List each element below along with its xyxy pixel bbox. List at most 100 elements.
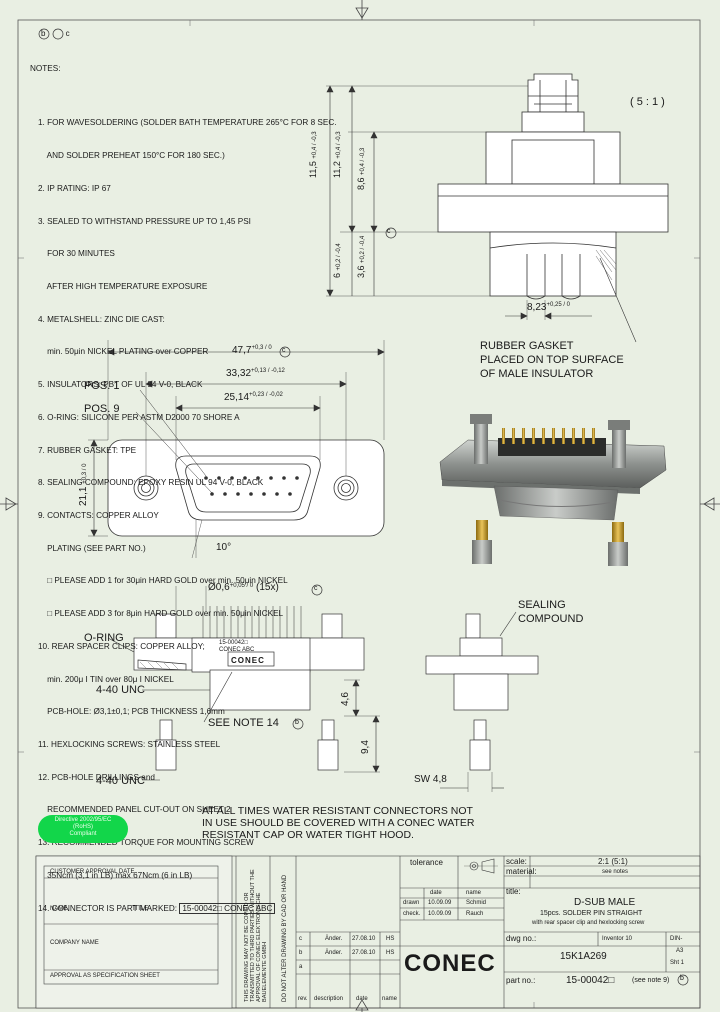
- dim-overall-height: 11,5 +0,4 / -0,3: [308, 131, 318, 178]
- note-line: FOR 30 MINUTES: [38, 249, 115, 259]
- name-field: NAME: [50, 906, 68, 912]
- dim-angle: 10°: [216, 542, 232, 553]
- rev-header: date: [356, 996, 368, 1002]
- check-name: Rauch: [466, 911, 484, 917]
- note-line: 4. METALSHELL: ZINC DIE CAST:: [38, 314, 165, 324]
- note-line: 6. O-RING: SILICONE PER ASTM D2000 70 SH…: [38, 412, 240, 422]
- notes-block: NOTES: 1. FOR WAVESOLDERING (SOLDER BATH…: [30, 42, 337, 947]
- company-field: COMPANY NAME: [50, 940, 99, 946]
- note-line: min. 50μin NICKEL PLATING over COPPER: [38, 347, 209, 357]
- note-line: PLATING (SEE PART NO.): [38, 543, 146, 553]
- dim-height-4: 6 +0,2 / -0,4: [332, 243, 342, 278]
- file-number: 15K1A269: [560, 951, 607, 962]
- dim-overall-width: 47,7+0,3 / 0: [232, 345, 272, 356]
- note-line: 11. HEXLOCKING SCREWS: STAINLESS STEEL: [38, 740, 221, 749]
- rev-mark-b: b: [680, 975, 684, 982]
- part-marking-small: 15-00042□CONEC ABC: [219, 640, 255, 653]
- rev-mark-b: b: [295, 719, 299, 726]
- part-note: (see note 9): [632, 977, 670, 984]
- note-line: 8. SEALING COMPOUND: EPOXY RESIN UL 94 V…: [38, 478, 264, 488]
- rev-mark-c: c: [387, 228, 391, 235]
- name-header: name: [466, 890, 482, 896]
- scale-value: 2:1 (5:1): [598, 857, 628, 866]
- din-label: DIN-: [670, 936, 683, 942]
- title-field: TITLE: [132, 906, 149, 912]
- water-warning: AT ALL TIMES WATER RESISTANT CONNECTORS …: [202, 805, 475, 841]
- dim-screw-spacing: 33,32+0,13 / -0,12: [226, 368, 285, 379]
- rev-header: description: [314, 996, 344, 1002]
- note-line: AND SOLDER PREHEAT 150°C FOR 180 SEC.): [38, 151, 225, 161]
- rev-row: b: [299, 950, 303, 956]
- note-line: 7. RUBBER GASKET: TPE: [38, 445, 137, 455]
- rev-mark-c: c: [314, 585, 318, 592]
- connector-render: [439, 414, 667, 566]
- notes-title: NOTES:: [30, 63, 61, 73]
- check-label: check.: [403, 911, 421, 917]
- dim-4-6: 4,6: [340, 692, 351, 706]
- drawn-label: drawn: [403, 900, 420, 906]
- rev-row: Änder.: [325, 936, 343, 942]
- revision-symbols: b c: [41, 29, 79, 38]
- note-line: 3. SEALED TO WITHSTAND PRESSURE UP TO 1,…: [38, 216, 251, 226]
- rev-row: HS: [386, 936, 395, 942]
- conec-logo: CONEC: [404, 950, 496, 977]
- dim-9-4: 9,4: [360, 740, 371, 754]
- dim-pin-diameter: Ø0,6+0,05 / 0 (15x): [208, 582, 279, 593]
- note-line: PCB-HOLE: Ø3,1±0,1; PCB THICKNESS 1,6mm: [38, 707, 225, 717]
- note-line: 12. PCB-HOLE DRILLINGS and: [38, 772, 155, 782]
- dim-wrench-size: SW 4,8: [414, 774, 447, 785]
- conec-marking: CONEC: [231, 656, 265, 665]
- dim-shell-width: 25,14+0,23 / -0,02: [224, 392, 283, 403]
- dim-height-3: 8,6 +0,4 / -0,3: [356, 147, 366, 190]
- rev-row: HS: [386, 950, 395, 956]
- sheet-number: Sht 1: [670, 960, 685, 966]
- rev-header: name: [382, 996, 398, 1002]
- note-line: □ PLEASE ADD 3 for 8μin HARD GOLD over m…: [38, 609, 284, 619]
- see-note-label: SEE NOTE 14: [208, 717, 279, 729]
- view-scale: ( 5 : 1 ): [630, 96, 665, 108]
- rev-header: rev.: [298, 996, 308, 1002]
- dim-height-5: 3,6 +0,2 / -0,4: [356, 235, 366, 278]
- rohs-badge: Directive 2002/95/EC(RoHS)Compliant: [38, 815, 128, 843]
- tolerance-label: tolerance: [410, 858, 443, 867]
- note-line: 9. CONTACTS: COPPER ALLOY: [38, 510, 159, 520]
- note-line: 1. FOR WAVESOLDERING (SOLDER BATH TEMPER…: [38, 118, 337, 128]
- dim-height-2: 11,2 +0,4 / -0,3: [332, 131, 342, 178]
- inventor-label: Inventor 10: [602, 936, 633, 942]
- rev-row: a: [299, 964, 303, 970]
- note-line: RECOMMENDED PANEL CUT-OUT ON SHEET 2: [38, 805, 231, 815]
- drawn-name: Schmid: [466, 900, 487, 906]
- note-line: 35Ncm (3,1 in LB) max 67Ncm (6 in LB): [38, 870, 193, 880]
- pos9-label: POS. 9: [84, 403, 120, 415]
- material-label: material:: [506, 867, 537, 876]
- rev-row: 27.08.10: [352, 950, 376, 956]
- projection-symbol: [464, 858, 498, 874]
- note-line: 10. REAR SPACER CLIPS: COPPER ALLOY;: [38, 641, 205, 651]
- dim-flange-height: 21,1 +0,3 / 0: [78, 463, 89, 506]
- rev-row: Änder.: [325, 950, 343, 956]
- sheet-size: A3: [676, 948, 684, 954]
- rev-row: c: [299, 936, 302, 942]
- note-line: 2. IP RATING: IP 67: [38, 183, 111, 193]
- thread-label-1: 4-40 UNC: [96, 684, 145, 696]
- note-line: min. 200μ I TIN over 80μ I NICKEL: [38, 674, 174, 684]
- dwg-label: dwg no.:: [506, 934, 537, 943]
- thread-label-2: 4-40 UNC: [96, 775, 145, 787]
- legal-text-2: DO NOT ALTER DRAWING BY CAD OR HAND: [282, 874, 288, 1002]
- oring-label: O-RING: [84, 632, 124, 644]
- dim-pin-width: 8,23+0,25 / 0: [527, 302, 570, 313]
- scale-label: scale:: [506, 857, 527, 866]
- drawn-date: 10.09.09: [428, 900, 452, 906]
- title-sub2: with rear spacer clip and hexlocking scr…: [532, 920, 645, 926]
- material-value: see notes: [602, 869, 629, 875]
- note-line: 5. INSULATORS: PBT OF UL 94 V-0, BLACK: [38, 380, 203, 390]
- rev-mark-c: c: [282, 347, 286, 354]
- marking-box: 15-00042□ CONEC ABC: [179, 902, 276, 914]
- pos1-label: POS. 1: [84, 380, 120, 392]
- part-number: 15-00042□: [566, 975, 615, 986]
- note-line: 14. CONNECTOR IS PART MARKED:: [38, 903, 178, 913]
- note-line: AFTER HIGH TEMPERATURE EXPOSURE: [38, 281, 208, 291]
